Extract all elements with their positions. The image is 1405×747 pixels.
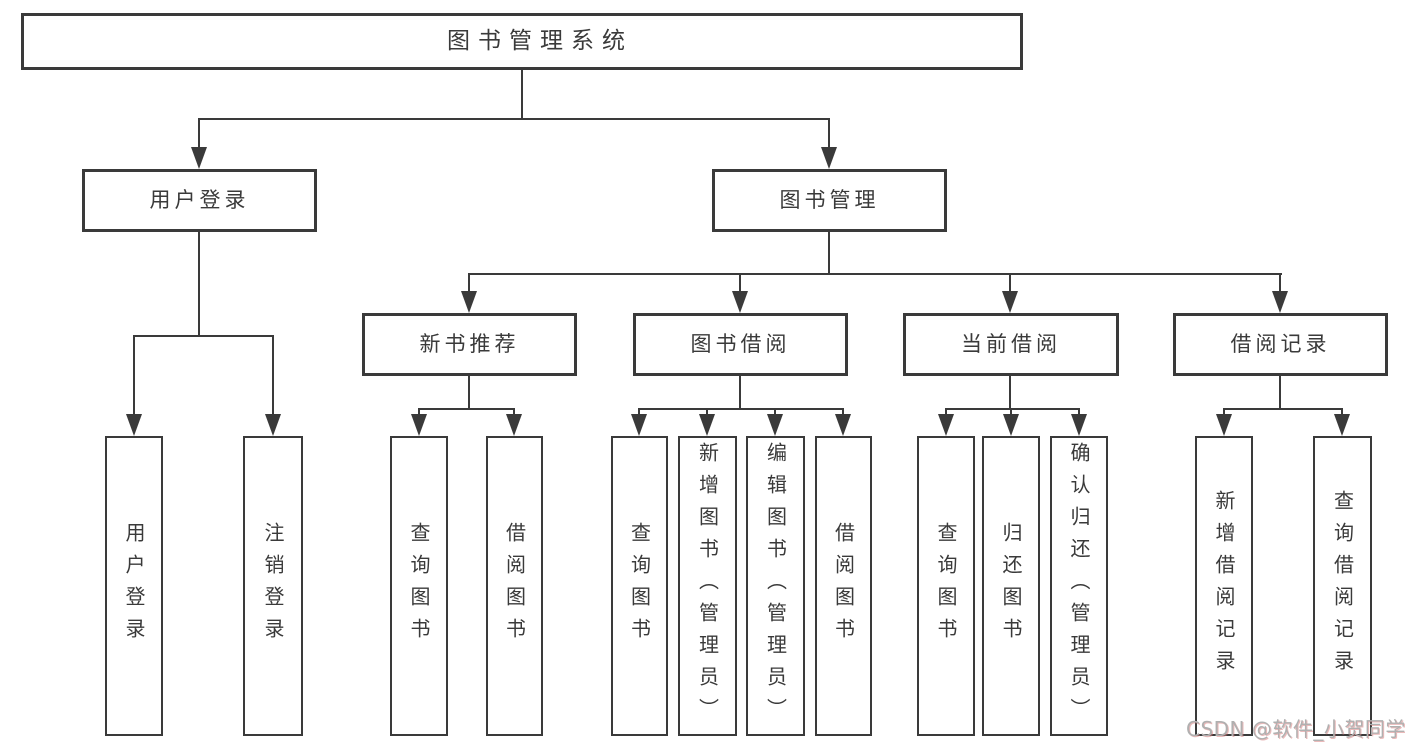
leaf-query-books-3: 查询图书	[917, 436, 975, 736]
leaf-query-books-1: 查询图书	[390, 436, 448, 736]
arrowhead-leaf-user-login	[126, 414, 142, 436]
edge-book-borrow-split	[638, 408, 844, 410]
leaf-query-books-2: 查询图书	[611, 436, 668, 736]
arrowhead-confirm-return-admin	[1071, 414, 1087, 436]
node-new-book-recommend: 新书推荐	[362, 313, 577, 376]
edge-drop-add-borrow-record	[1223, 408, 1225, 416]
leaf-logout-label: 注销登录	[261, 522, 285, 650]
edge-drop-query-books-1	[418, 408, 420, 416]
leaf-return-book-label: 归还图书	[999, 522, 1023, 650]
edge-current-borrow-split	[945, 408, 1080, 410]
edge-drop-query-books-2	[638, 408, 640, 416]
edge-new-book-recommend-split	[418, 408, 515, 410]
node-book-management: 图书管理	[712, 169, 947, 232]
leaf-add-borrow-record: 新增借阅记录	[1195, 436, 1253, 736]
node-user-login: 用户登录	[82, 169, 317, 232]
edge-drop-query-borrow-record	[1341, 408, 1343, 416]
leaf-borrow-books-2-label: 借阅图书	[831, 522, 856, 650]
arrowhead-query-borrow-record	[1334, 414, 1350, 436]
node-borrow-records-label: 借阅记录	[1230, 332, 1331, 356]
leaf-query-borrow-record-label: 查询借阅记录	[1330, 490, 1355, 682]
edge-user-login-split	[133, 335, 274, 337]
leaf-borrow-books-1: 借阅图书	[486, 436, 543, 736]
leaf-borrow-books-2: 借阅图书	[815, 436, 872, 736]
edge-new-book-recommend-stem	[468, 375, 470, 408]
arrowhead-query-books-1	[411, 414, 427, 436]
edge-borrow-records-stem	[1279, 375, 1281, 408]
node-root-label: 图书管理系统	[447, 28, 633, 54]
edge-drop-borrow-records	[1279, 273, 1281, 292]
leaf-add-book-admin: 新增图书（管理员）	[678, 436, 737, 736]
edge-root-stem	[521, 70, 523, 118]
leaf-return-book: 归还图书	[982, 436, 1040, 736]
arrowhead-query-books-2	[631, 414, 647, 436]
edge-drop-query-books-3	[945, 408, 947, 416]
edge-drop-new-book-recommend	[468, 273, 470, 292]
arrowhead-query-books-3	[938, 414, 954, 436]
leaf-edit-book-admin-label: 编辑图书（管理员）	[763, 442, 788, 730]
leaf-add-book-admin-label: 新增图书（管理员）	[695, 442, 720, 730]
edge-current-borrow-stem	[1009, 375, 1011, 408]
arrowhead-edit-book-admin	[767, 414, 783, 436]
arrowhead-new-book-recommend	[461, 291, 477, 313]
node-user-login-label: 用户登录	[149, 188, 250, 212]
node-book-management-label: 图书管理	[779, 188, 880, 212]
edge-user-login-stem	[198, 232, 200, 335]
leaf-borrow-books-1-label: 借阅图书	[502, 522, 527, 650]
arrowhead-user-login	[191, 147, 207, 169]
leaf-confirm-return-admin: 确认归还（管理员）	[1050, 436, 1108, 736]
node-current-borrow-label: 当前借阅	[961, 332, 1061, 356]
edge-root-split	[199, 118, 830, 120]
leaf-query-borrow-record: 查询借阅记录	[1313, 436, 1372, 736]
node-borrow-records: 借阅记录	[1173, 313, 1388, 376]
leaf-logout: 注销登录	[243, 436, 303, 736]
edge-borrow-records-split	[1223, 408, 1343, 410]
edge-drop-user-login	[198, 118, 200, 147]
arrowhead-borrow-books-2	[835, 414, 851, 436]
edge-book-management-split	[469, 273, 1282, 275]
arrowhead-book-borrow	[732, 291, 748, 313]
edge-drop-leaf-logout	[272, 335, 274, 414]
leaf-confirm-return-admin-label: 确认归还（管理员）	[1067, 442, 1091, 730]
edge-drop-current-borrow	[1009, 273, 1011, 292]
edge-drop-edit-book-admin	[774, 408, 776, 416]
leaf-query-books-2-label: 查询图书	[627, 522, 652, 650]
leaf-edit-book-admin: 编辑图书（管理员）	[746, 436, 805, 736]
edge-book-borrow-stem	[739, 375, 741, 408]
arrowhead-borrow-books-1	[506, 414, 522, 436]
edge-drop-borrow-books-2	[842, 408, 844, 416]
node-current-borrow: 当前借阅	[903, 313, 1119, 376]
arrowhead-add-borrow-record	[1216, 414, 1232, 436]
arrowhead-book-management	[821, 147, 837, 169]
edge-drop-borrow-books-1	[513, 408, 515, 416]
leaf-query-books-1-label: 查询图书	[407, 522, 431, 650]
leaf-user-login-label: 用户登录	[122, 522, 146, 650]
arrowhead-return-book	[1003, 414, 1019, 436]
arrowhead-leaf-logout	[265, 414, 281, 436]
node-book-borrow: 图书借阅	[633, 313, 848, 376]
edge-drop-add-book-admin	[706, 408, 708, 416]
edge-drop-leaf-user-login	[133, 335, 135, 414]
arrowhead-current-borrow	[1002, 291, 1018, 313]
edge-drop-return-book	[1010, 408, 1012, 416]
leaf-query-books-3-label: 查询图书	[934, 522, 958, 650]
arrowhead-borrow-records	[1272, 291, 1288, 313]
edge-book-management-stem	[828, 232, 830, 273]
node-new-book-recommend-label: 新书推荐	[419, 332, 520, 356]
arrowhead-add-book-admin	[699, 414, 715, 436]
edge-drop-confirm-return-admin	[1078, 408, 1080, 416]
leaf-add-borrow-record-label: 新增借阅记录	[1212, 490, 1236, 682]
csdn-watermark: CSDN @软件_小贺同学	[1186, 717, 1405, 741]
edge-drop-book-borrow	[739, 273, 741, 292]
leaf-user-login: 用户登录	[105, 436, 163, 736]
node-root: 图书管理系统	[21, 13, 1023, 70]
edge-drop-book-management	[828, 118, 830, 147]
node-book-borrow-label: 图书借阅	[690, 332, 791, 356]
